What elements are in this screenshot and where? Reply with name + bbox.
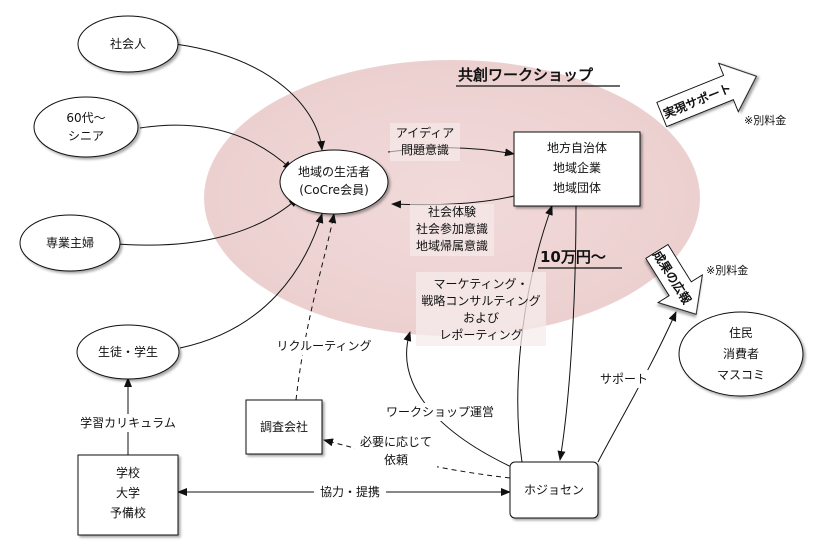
label-price: 10万円〜 (540, 248, 606, 266)
node-survey: 調査会社 (245, 399, 323, 455)
node-partners-label-3: 地域団体 (553, 181, 601, 195)
node-audience-label-3: マスコミ (717, 368, 765, 382)
label-idea-2: 問題意識 (401, 142, 449, 157)
node-resident: 地域の生活者 (CoCre会員) (279, 149, 389, 215)
label-cooperation-bg (314, 483, 386, 501)
node-schools: 学校 大学 予備校 (77, 454, 179, 536)
edge-senior-resident (139, 124, 293, 171)
workshop-area (204, 60, 700, 336)
label-curriculum: 学習カリキュラム (80, 415, 176, 430)
node-survey-label: 調査会社 (260, 419, 308, 434)
edge-partners-hojosen (557, 205, 577, 461)
node-hojosen-label: ホジョセン (524, 483, 584, 497)
label-social-3: 地域帰属意識 (416, 238, 488, 253)
node-schools-label-3: 予備校 (110, 505, 146, 520)
workshop-title: 共創ワークショップ (458, 66, 594, 84)
label-recruiting-bg (275, 337, 375, 355)
node-audience-label-1: 住民 (729, 326, 753, 340)
label-marketing-4: レポーティング (439, 328, 522, 342)
node-partners-label-2: 地域企業 (553, 160, 601, 175)
label-social-2: 社会参加意識 (416, 221, 488, 236)
node-resident-label-1: 地域の生活者 (298, 165, 370, 179)
label-marketing-3: および (463, 311, 499, 325)
label-request-1: 必要に応じて (360, 435, 432, 449)
node-shufu: 専業主婦 (19, 214, 121, 272)
label-social-1: 社会体験 (428, 204, 476, 219)
node-shufu-label: 専業主婦 (46, 235, 94, 250)
node-audience-label-2: 消費者 (723, 346, 759, 361)
node-shakaijin-label: 社会人 (110, 36, 146, 51)
label-workshop-ops-bg (386, 403, 494, 421)
edge-hojosen-audience (597, 311, 677, 463)
label-support-bg (596, 370, 652, 388)
label-idea-1: アイディア (396, 125, 455, 140)
label-request-bg (355, 434, 437, 470)
label-marketing: マーケティング・ 戦略コンサルティング および レポーティング (416, 272, 546, 346)
label-curriculum-bg (80, 414, 176, 432)
node-hojosen: ホジョセン (509, 461, 599, 519)
label-cooperation: 協力・提携 (320, 484, 380, 499)
label-idea: アイディア 問題意識 (390, 123, 460, 161)
edge-shufu-resident (117, 197, 299, 246)
node-student: 生徒・学生 (76, 324, 180, 380)
edge-partners-resident (391, 195, 515, 209)
node-schools-label-2: 大学 (116, 485, 140, 500)
label-workshop-ops: ワークショップ運営 (386, 405, 494, 419)
node-partners: 地方自治体 地域企業 地域団体 (513, 131, 641, 207)
arrow-implementation-fee: ※別料金 (744, 113, 786, 127)
node-resident-label-2: (CoCre会員) (299, 183, 369, 197)
label-request-2: 依頼 (384, 452, 408, 467)
arrow-publicity-fee: ※別料金 (706, 263, 748, 277)
node-senior-label-2: シニア (68, 129, 104, 143)
node-senior-label-1: 60代〜 (66, 111, 105, 125)
node-senior: 60代〜 シニア (33, 96, 139, 158)
label-recruiting: リクルーティング (277, 339, 372, 353)
label-support: サポート (600, 372, 648, 386)
label-marketing-2: 戦略コンサルティング (421, 293, 540, 308)
node-schools-label-1: 学校 (116, 465, 140, 480)
node-audience: 住民 消費者 マスコミ (678, 311, 804, 397)
label-marketing-1: マーケティング・ (433, 277, 528, 291)
node-shakaijin: 社会人 (77, 15, 179, 73)
edge-shakaijin-resident (174, 43, 326, 151)
edge-survey-resident (295, 213, 337, 401)
node-partners-label-1: 地方自治体 (547, 140, 607, 155)
node-student-label: 生徒・学生 (98, 344, 158, 359)
edge-student-resident (179, 213, 324, 349)
label-social: 社会体験 社会参加意識 地域帰属意識 (410, 204, 494, 256)
